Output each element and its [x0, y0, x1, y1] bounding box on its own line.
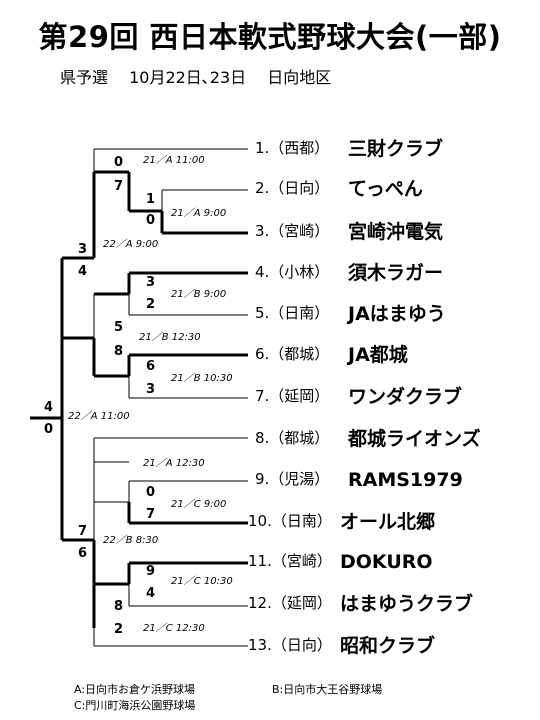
score: 3 — [78, 242, 87, 257]
team-seed: 4.（小林） — [255, 263, 329, 281]
score: 7 — [146, 507, 155, 522]
bracket-lines — [30, 148, 248, 647]
match-label: 21／B 10:30 — [171, 372, 233, 384]
match-label: 21／A 9:00 — [171, 207, 226, 219]
team-name: 都城ライオンズ — [347, 427, 481, 450]
team-list: 1.（西都） 三財クラブ 2.（日向） てっぺん 3.（宮崎） 宮崎沖電気 4.… — [248, 137, 481, 657]
page-title: 第29回 西日本軟式野球大会(一部) — [38, 20, 502, 54]
team-seed: 7.（延岡） — [255, 387, 329, 405]
match-label: 21／C 12:30 — [143, 622, 205, 634]
team-name: オール北郷 — [340, 510, 435, 533]
match-label: 22／A 9:00 — [103, 238, 158, 250]
team-seed: 8.（都城） — [255, 429, 329, 447]
match-label: 21／C 9:00 — [171, 498, 226, 510]
score: 2 — [114, 622, 123, 637]
team-name: 須木ラガー — [348, 261, 443, 284]
score: 8 — [114, 344, 123, 359]
match-label: 22／A 11:00 — [68, 410, 130, 422]
score: 0 — [146, 485, 155, 500]
match-label: 22／B 8:30 — [103, 534, 158, 546]
team-name: JA都城 — [346, 343, 408, 366]
score: 8 — [114, 599, 123, 614]
match-label: 21／C 10:30 — [171, 575, 233, 587]
match-labels: 21／A 11:00 21／A 9:00 22／A 9:00 21／B 9:00… — [68, 154, 233, 634]
match-label: 21／B 12:30 — [139, 331, 201, 343]
team-seed: 13.（日向） — [248, 636, 332, 654]
venue-a: A:日向市お倉ケ浜野球場 — [74, 683, 196, 696]
score: 0 — [44, 422, 53, 437]
score: 6 — [78, 546, 87, 561]
score: 1 — [146, 192, 155, 207]
score: 7 — [78, 524, 87, 539]
team-seed: 5.（日南） — [255, 304, 329, 322]
team-name: 昭和クラブ — [340, 634, 435, 657]
team-seed: 9.（児湯） — [255, 470, 329, 488]
team-name: 三財クラブ — [348, 137, 443, 160]
match-label: 21／B 9:00 — [171, 288, 226, 300]
team-name: ワンダクラブ — [348, 385, 462, 408]
team-seed: 2.（日向） — [255, 179, 329, 197]
score: 3 — [146, 275, 155, 290]
scores: 0 7 1 0 3 4 3 2 5 8 6 3 4 0 0 7 7 6 9 4 … — [44, 155, 155, 637]
team-name: RAMS1979 — [348, 469, 463, 491]
team-name: てっぺん — [348, 178, 423, 200]
score: 4 — [44, 400, 53, 415]
team-name: はまゆうクラブ — [340, 592, 473, 615]
team-name: 宮崎沖電気 — [348, 220, 443, 243]
team-seed: 3.（宮崎） — [255, 222, 329, 240]
venue-b: B:日向市大王谷野球場 — [272, 683, 383, 696]
team-name: DOKURO — [340, 551, 433, 573]
match-label: 21／A 12:30 — [143, 457, 205, 469]
venue-c: C:門川町海浜公園野球場 — [74, 699, 196, 712]
team-seed: 1.（西都） — [255, 139, 329, 157]
score: 9 — [146, 564, 155, 579]
score: 7 — [114, 179, 123, 194]
team-seed: 12.（延岡） — [248, 594, 332, 612]
page-subtitle: 県予選 10月22日､23日 日向地区 — [60, 68, 332, 87]
score: 6 — [146, 359, 155, 374]
score: 3 — [146, 382, 155, 397]
team-name: JAはまゆう — [346, 303, 446, 325]
team-seed: 6.（都城） — [255, 345, 329, 363]
score: 5 — [114, 320, 123, 335]
score: 4 — [78, 264, 87, 279]
score: 0 — [114, 155, 123, 170]
score: 2 — [146, 297, 155, 312]
team-seed: 11.（宮崎） — [248, 552, 332, 570]
score: 0 — [146, 213, 155, 228]
team-seed: 10.（日南） — [248, 512, 332, 530]
match-label: 21／A 11:00 — [143, 154, 205, 166]
score: 4 — [146, 586, 155, 601]
